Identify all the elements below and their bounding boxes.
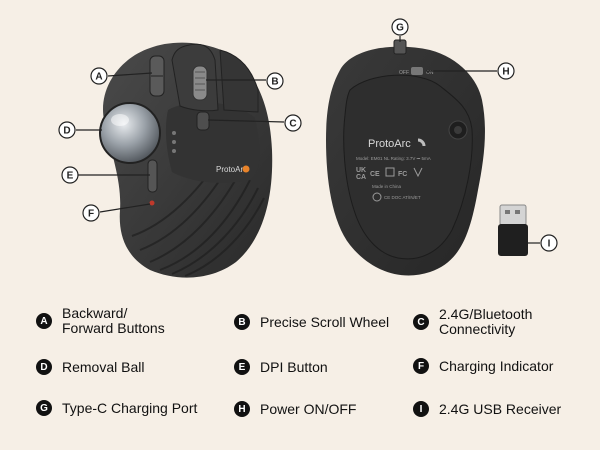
product-illustration: ProtoArc OFF ON ProtoArc Model: EM01 NL … (58, 18, 558, 278)
usb-receiver (498, 204, 528, 256)
legend-item-d: D Removal Ball (36, 359, 144, 375)
charging-indicator (149, 200, 155, 206)
callout-i: I (540, 234, 558, 252)
switch-on-text: ON (426, 70, 434, 76)
callout-c: C (284, 114, 302, 132)
legend-badge-c: C (413, 314, 429, 330)
legend-label-f: Charging Indicator (439, 357, 554, 374)
legend-badge-d: D (36, 359, 52, 375)
scroll-wheel (192, 65, 208, 101)
mouse-top-view: ProtoArc (99, 42, 273, 278)
mouse-bottom-view: OFF ON ProtoArc Model: EM01 NL Rating: 3… (326, 39, 485, 276)
brand-logo-icon (242, 165, 250, 173)
feature-legend: A Backward/ Forward Buttons B Precise Sc… (0, 300, 600, 450)
legend-label-g: Type-C Charging Port (62, 399, 198, 416)
legend-label-d: Removal Ball (62, 358, 145, 375)
legend-label-b: Precise Scroll Wheel (260, 313, 390, 330)
bottom-brand-icon (417, 138, 426, 147)
svg-text:I: I (548, 239, 551, 250)
power-switch (411, 67, 423, 75)
svg-text:A: A (95, 72, 102, 83)
brand-logo-text: ProtoArc (216, 165, 247, 174)
svg-text:E: E (67, 171, 74, 182)
callout-e: E (61, 166, 79, 184)
legend-badge-b: B (234, 314, 250, 330)
bottom-brand-text: ProtoArc (368, 138, 411, 150)
legend-label-i: 2.4G USB Receiver (439, 400, 562, 417)
switch-off-text: OFF (399, 70, 409, 76)
callout-a: A (90, 67, 108, 85)
svg-text:CA: CA (356, 174, 366, 181)
callout-b: B (266, 72, 284, 90)
legend-item-c: C 2.4G/Bluetooth Connectivity (413, 307, 532, 337)
legend-item-g: G Type-C Charging Port (36, 400, 197, 416)
svg-text:C: C (289, 119, 296, 130)
legend-badge-a: A (36, 313, 52, 329)
svg-text:UK: UK (356, 167, 366, 174)
legend-label-c: 2.4G/Bluetooth Connectivity (439, 306, 533, 337)
legend-badge-f: F (413, 358, 429, 374)
svg-text:B: B (271, 77, 278, 88)
connectivity-button (196, 111, 210, 131)
svg-text:F: F (88, 209, 94, 220)
callout-h: H (497, 62, 515, 80)
svg-text:D: D (63, 126, 70, 137)
legend-badge-i: I (413, 401, 429, 417)
bottom-label-line1: Model: EM01 NL Rating: 3.7V ⎓ 5mA (356, 156, 431, 161)
callout-d: D (58, 121, 76, 139)
legend-label-a: Backward/ Forward Buttons (62, 305, 165, 336)
dpi-button (147, 159, 158, 193)
legend-item-f: F Charging Indicator (413, 358, 553, 374)
legend-item-e: E DPI Button (234, 359, 328, 375)
bottom-label-line3: CE DOC AT/IN/ET (384, 195, 421, 200)
legend-item-i: I 2.4G USB Receiver (413, 401, 561, 417)
svg-text:G: G (396, 23, 404, 34)
callout-markers: A B C D E F G H (58, 18, 558, 252)
legend-label-h: Power ON/OFF (260, 400, 357, 417)
trackball (99, 102, 161, 164)
legend-item-a: A Backward/ Forward Buttons (36, 306, 165, 336)
legend-label-e: DPI Button (260, 358, 328, 375)
legend-badge-h: H (234, 401, 250, 417)
legend-item-h: H Power ON/OFF (234, 401, 356, 417)
callout-g: G (391, 18, 409, 36)
svg-text:H: H (502, 67, 509, 78)
legend-badge-g: G (36, 400, 52, 416)
type-c-port (393, 39, 407, 55)
leader-lines (76, 36, 540, 244)
callout-f: F (82, 204, 100, 222)
legend-badge-e: E (234, 359, 250, 375)
legend-item-b: B Precise Scroll Wheel (234, 314, 389, 330)
svg-text:CE: CE (370, 171, 380, 178)
bottom-label-line2: Made in China (372, 184, 402, 189)
svg-text:FC: FC (398, 171, 407, 178)
